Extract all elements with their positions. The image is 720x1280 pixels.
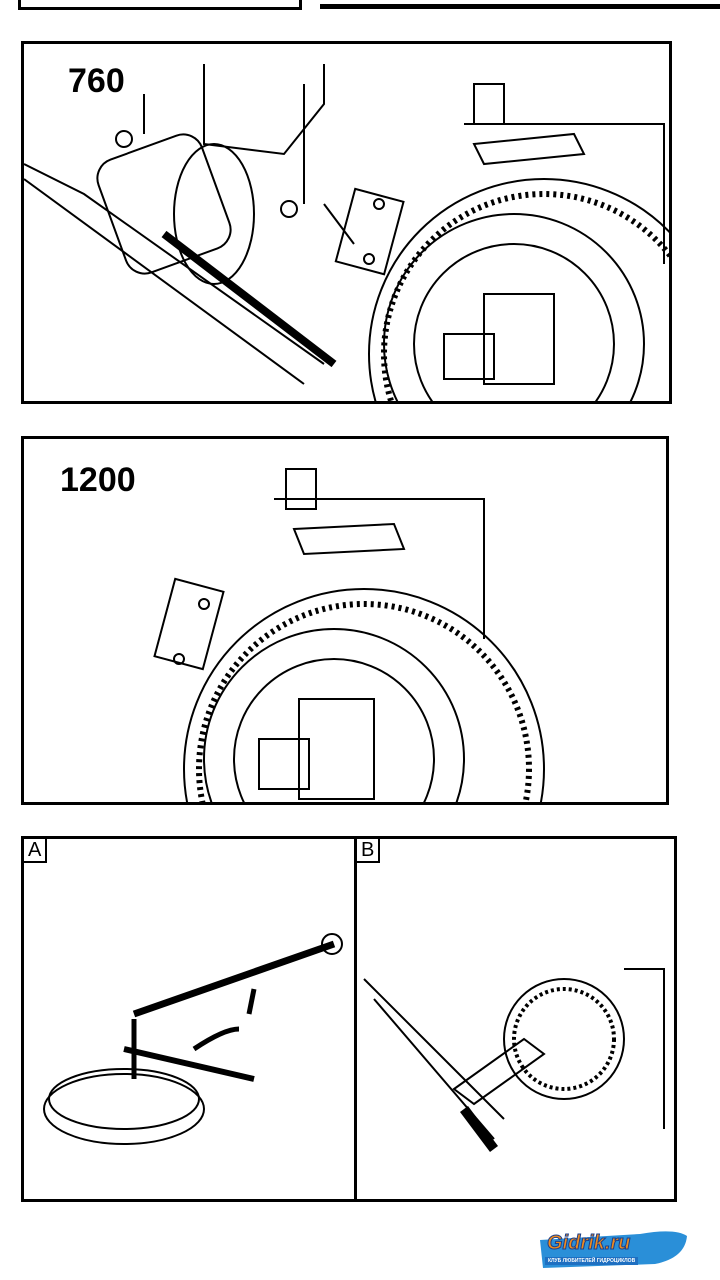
figure-label: 1200 (60, 461, 136, 499)
flywheel-lock-illustration (153, 468, 545, 802)
figure-a-b: A B (21, 836, 677, 1202)
figure-label: 760 (68, 62, 125, 100)
logo-title: Gidrik.ru (546, 1232, 631, 1255)
sub-label-b: B (357, 839, 381, 863)
logo-subtitle: КЛУБ ЛЮБИТЕЛЕЙ ГИДРОЦИКЛОВ (545, 1257, 639, 1265)
divider (354, 839, 357, 1199)
flywheel-lock-illustration (24, 64, 669, 401)
previous-figure-border-left (18, 0, 302, 10)
clutch-removal-illustration (43, 933, 665, 1152)
figure-1200: 1200 (21, 436, 669, 805)
sub-label-a: A (24, 839, 48, 863)
site-logo: Gidrik.ru КЛУБ ЛЮБИТЕЛЕЙ ГИДРОЦИКЛОВ (535, 1228, 690, 1272)
previous-figure-border-right (320, 4, 720, 9)
figure-760: 760 (21, 41, 672, 404)
